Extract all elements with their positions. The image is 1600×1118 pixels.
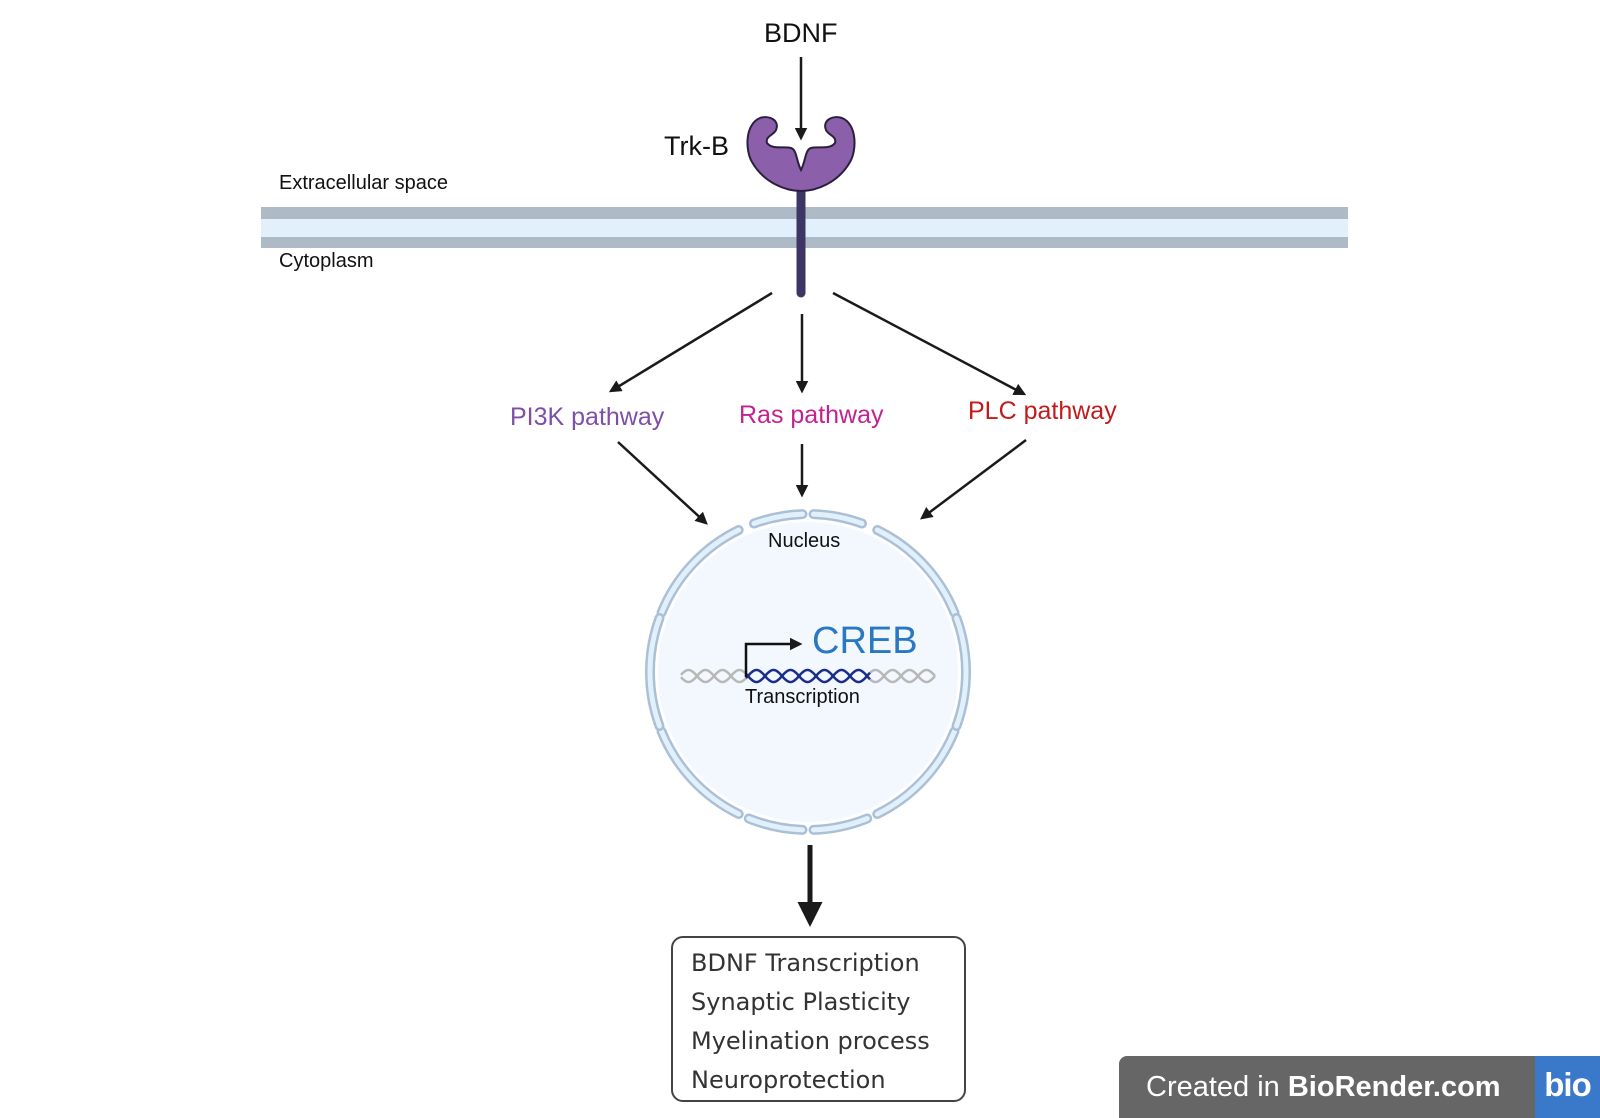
biorender-logo-icon: bio xyxy=(1535,1056,1600,1118)
transcription-start-arrow xyxy=(744,637,803,677)
nuclear-envelope-lumen xyxy=(659,527,742,616)
nuclear-envelope-lumen xyxy=(746,816,805,833)
outcome-item: Synaptic Plasticity xyxy=(691,988,911,1016)
pi3k-pathway-label: PI3K pathway xyxy=(510,403,665,431)
nuclear-envelope-lumen xyxy=(659,728,742,817)
nuclear-envelope-lumen xyxy=(647,615,662,729)
creb-label: CREB xyxy=(812,620,918,662)
outcomes-box: BDNF Transcription Synaptic Plasticity M… xyxy=(671,936,966,1102)
trkb-label: Trk-B xyxy=(664,131,729,161)
biorender-watermark[interactable]: Created in BioRender.com bio xyxy=(1119,1056,1600,1118)
dna-helix-icon xyxy=(680,668,936,684)
arrow-pi3k-to-nucleus xyxy=(617,441,708,525)
transcription-label: Transcription xyxy=(745,686,860,708)
nuclear-envelope xyxy=(645,509,971,835)
nuclear-envelope-lumen xyxy=(811,816,870,833)
ras-pathway-label: Ras pathway xyxy=(739,401,884,429)
watermark-brand: BioRender.com xyxy=(1287,1071,1501,1103)
arrow-to-plc xyxy=(832,291,1027,396)
arrow-plc-to-nucleus xyxy=(920,439,1027,520)
nuclear-envelope-lumen xyxy=(751,511,805,526)
arrow-to-pi3k xyxy=(608,291,773,393)
nucleus xyxy=(645,509,971,835)
nuclear-envelope-lumen xyxy=(874,728,957,817)
nuclear-envelope-lumen xyxy=(874,527,957,616)
extracellular-label: Extracellular space xyxy=(279,172,448,194)
nucleus-body xyxy=(658,522,958,822)
dna-strand-creb-gene xyxy=(745,668,871,684)
dna-strand-inactive xyxy=(869,668,936,684)
watermark-prefix: Created in xyxy=(1146,1071,1288,1103)
dna-strand-inactive xyxy=(869,668,936,684)
trkb-receptor-icon xyxy=(746,116,856,193)
nuclear-envelope-lumen xyxy=(811,511,865,526)
dna-strand-inactive xyxy=(680,668,747,684)
outcome-item: Myelination process xyxy=(691,1027,930,1055)
nucleus-label: Nucleus xyxy=(768,530,841,552)
outcome-item: Neuroprotection xyxy=(691,1066,886,1094)
plc-pathway-label: PLC pathway xyxy=(968,397,1117,425)
nuclear-envelope-lumen xyxy=(954,615,969,729)
bdnf-label: BDNF xyxy=(764,18,838,48)
watermark-text: Created in BioRender.com xyxy=(1146,1071,1501,1104)
cytoplasm-label: Cytoplasm xyxy=(279,250,374,272)
outcome-item: BDNF Transcription xyxy=(691,949,920,977)
